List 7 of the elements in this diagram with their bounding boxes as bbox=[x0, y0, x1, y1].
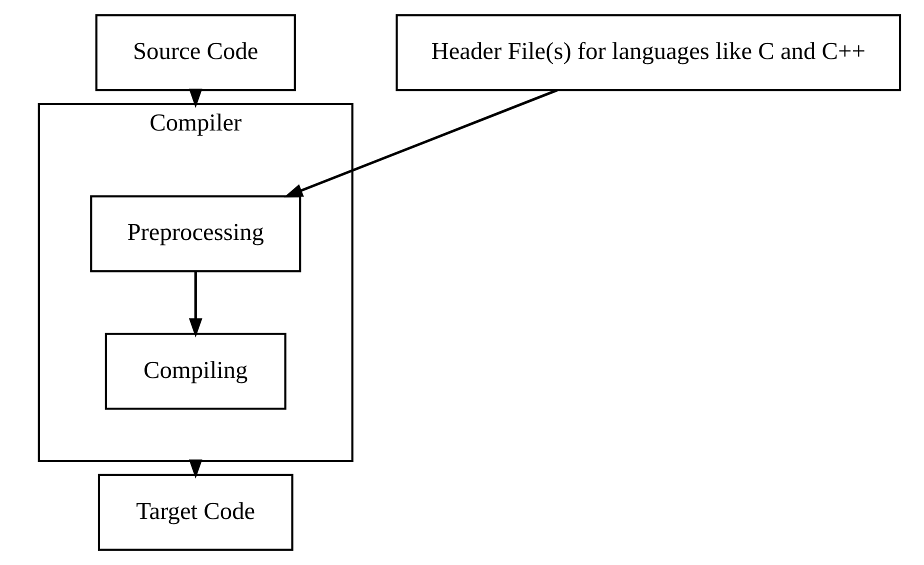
node-box: Header File(s) for languages like C and C++ bbox=[395, 14, 901, 92]
node-box: Preprocessing bbox=[90, 195, 301, 272]
node-box: Compiling bbox=[104, 332, 286, 410]
arrow bbox=[188, 459, 202, 479]
arrow bbox=[283, 88, 558, 198]
arrow bbox=[188, 271, 202, 338]
node-box: Target Code bbox=[97, 474, 293, 551]
